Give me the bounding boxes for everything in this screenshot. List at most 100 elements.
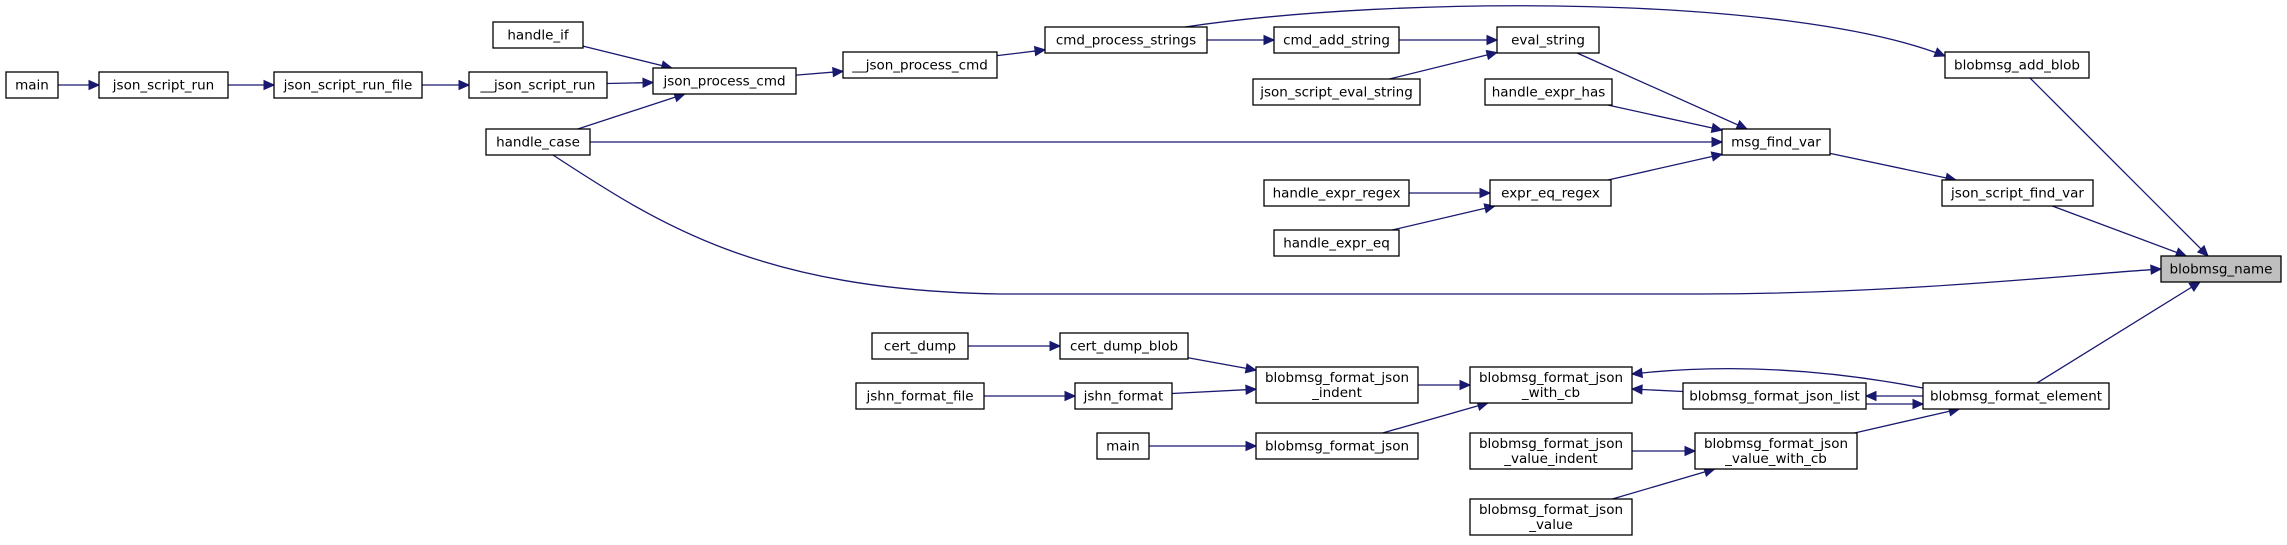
node-box	[1273, 26, 1400, 54]
node-label: jshn_format	[1083, 389, 1164, 405]
node-jshn_format[interactable]: jshn_format	[1074, 382, 1173, 410]
node-json_script_eval_string[interactable]: json_script_eval_string	[1252, 78, 1421, 106]
edge-blobmsg_format_json-to-blobmsg_format_json_with_cb	[1382, 400, 1490, 434]
node-label: _value_indent	[1503, 451, 1597, 467]
node-box	[1469, 432, 1633, 470]
node-jshn_format_file[interactable]: jshn_format_file	[855, 382, 985, 410]
node-box	[1263, 179, 1410, 207]
node-blobmsg_add_blob[interactable]: blobmsg_add_blob	[1944, 51, 2090, 79]
node-blobmsg_format_element[interactable]: blobmsg_format_element	[1922, 382, 2110, 410]
node-json_process_cmd[interactable]: json_process_cmd	[652, 67, 797, 95]
edge-blobmsg_format_element-to-blobmsg_format_json_list	[1864, 390, 1923, 402]
edge-json_script_eval_string-to-eval_string	[1389, 49, 1499, 80]
node-box	[1922, 382, 2110, 410]
node-box	[1252, 78, 1421, 106]
node-json_script_run[interactable]: json_script_run	[98, 71, 229, 99]
node-label: handle_expr_has	[1492, 85, 1606, 101]
node-json_script_run_file[interactable]: json_script_run_file	[273, 71, 423, 99]
node-__json_process_cmd[interactable]: __json_process_cmd	[842, 51, 998, 79]
node-blobmsg_format_json[interactable]: blobmsg_format_json	[1255, 432, 1419, 460]
node-box	[855, 382, 985, 410]
node-cmd_process_strings[interactable]: cmd_process_strings	[1044, 26, 1208, 54]
node-box	[1484, 78, 1613, 106]
edge-handle_expr_regex-to-expr_eq_regex	[1409, 187, 1492, 199]
node-label: handle_expr_regex	[1273, 186, 1401, 202]
node-box	[871, 332, 969, 360]
node-label: main	[15, 78, 49, 94]
node-label: handle_if	[507, 28, 570, 44]
node-label: blobmsg_add_blob	[1954, 58, 2080, 74]
node-blobmsg_format_json_indent[interactable]: blobmsg_format_json_indent	[1255, 366, 1419, 404]
edge-main1-to-json_script_run	[58, 79, 101, 91]
edge-jshn_format-to-blobmsg_format_json_indent	[1171, 384, 1258, 395]
node-label: blobmsg_format_element	[1930, 389, 2102, 405]
node-cert_dump[interactable]: cert_dump	[871, 332, 969, 360]
node-box	[5, 71, 59, 99]
node-box	[1255, 366, 1419, 404]
node-label: _value	[1528, 517, 1573, 533]
node-label: expr_eq_regex	[1501, 186, 1600, 202]
node-blobmsg_format_json_value[interactable]: blobmsg_format_json_value	[1469, 498, 1633, 536]
node-box	[1694, 432, 1858, 470]
node-msg_find_var[interactable]: msg_find_var	[1721, 128, 1831, 156]
node-box	[273, 71, 423, 99]
node-label: _indent	[1311, 385, 1362, 401]
node-handle_case[interactable]: handle_case	[485, 128, 591, 156]
node-label: cert_dump	[884, 339, 956, 355]
node-handle_expr_has[interactable]: handle_expr_has	[1484, 78, 1613, 106]
edge-jshn_format_file-to-jshn_format	[984, 390, 1077, 402]
node-box	[1721, 128, 1831, 156]
node-box	[1944, 51, 2090, 79]
node-cert_dump_blob[interactable]: cert_dump_blob	[1059, 332, 1189, 360]
edge-cmd_add_string-to-eval_string	[1399, 34, 1499, 46]
node-handle_expr_regex[interactable]: handle_expr_regex	[1263, 179, 1410, 207]
node-label: cert_dump_blob	[1070, 339, 1178, 355]
node-label: handle_case	[496, 135, 580, 151]
node-box	[1273, 229, 1400, 257]
edge-handle_case-to-json_process_cmd	[577, 92, 686, 130]
node-label: cmd_process_strings	[1056, 33, 1196, 49]
node-label: _with_cb	[1521, 385, 1580, 401]
node-blobmsg_format_json_list[interactable]: blobmsg_format_json_list	[1682, 382, 1867, 410]
node-__json_script_run[interactable]: __json_script_run	[468, 71, 608, 99]
node-blobmsg_format_json_value_indent[interactable]: blobmsg_format_json_value_indent	[1469, 432, 1633, 470]
node-handle_if[interactable]: handle_if	[492, 21, 584, 49]
node-label: blobmsg_format_json	[1704, 436, 1848, 452]
edge-blobmsg_format_element-to-blobmsg_name	[2036, 281, 2202, 384]
node-cmd_add_string[interactable]: cmd_add_string	[1273, 26, 1400, 54]
node-handle_expr_eq[interactable]: handle_expr_eq	[1273, 229, 1400, 257]
node-label: blobmsg_format_json	[1479, 502, 1623, 518]
node-blobmsg_format_json_with_cb[interactable]: blobmsg_format_json_with_cb	[1469, 366, 1633, 404]
node-expr_eq_regex[interactable]: expr_eq_regex	[1489, 179, 1612, 207]
node-box	[1044, 26, 1208, 54]
edge-json_process_cmd-to-__json_process_cmd	[795, 66, 845, 78]
edge-json_script_run-to-json_script_run_file	[228, 79, 276, 91]
node-label: eval_string	[1511, 33, 1585, 49]
edge-cmd_process_strings-to-blobmsg_add_blob	[1184, 5, 1947, 58]
node-label: json_script_eval_string	[1259, 85, 1413, 101]
nodes-layer: main json_script_run json_script_run_file _…	[5, 21, 2282, 536]
edge-json_script_run_file-to-__json_script_run	[422, 79, 471, 91]
node-eval_string[interactable]: eval_string	[1496, 26, 1600, 54]
node-label: blobmsg_format_json	[1479, 436, 1623, 452]
edge-__json_process_cmd-to-cmd_process_strings	[996, 45, 1047, 57]
node-box	[1059, 332, 1189, 360]
node-main1[interactable]: main	[5, 71, 59, 99]
node-label: blobmsg_format_json	[1265, 439, 1409, 455]
node-blobmsg_format_json_value_with_cb[interactable]: blobmsg_format_json_value_with_cb	[1694, 432, 1858, 470]
node-box	[492, 21, 584, 49]
node-box	[1469, 366, 1633, 404]
node-box	[842, 51, 998, 79]
node-label: jshn_format_file	[866, 389, 974, 405]
edge-expr_eq_regex-to-msg_find_var	[1607, 151, 1724, 181]
node-box	[468, 71, 608, 99]
edge-handle_expr_eq-to-expr_eq_regex	[1391, 203, 1497, 231]
node-json_script_find_var[interactable]: json_script_find_var	[1941, 179, 2094, 207]
node-main2[interactable]: main	[1096, 432, 1150, 460]
node-label: json_script_find_var	[1950, 186, 2084, 202]
node-box	[1255, 432, 1419, 460]
node-label: blobmsg_format_json_list	[1689, 389, 1860, 405]
node-blobmsg_name[interactable]: blobmsg_name	[2160, 255, 2282, 283]
node-label: __json_script_run	[480, 78, 596, 94]
